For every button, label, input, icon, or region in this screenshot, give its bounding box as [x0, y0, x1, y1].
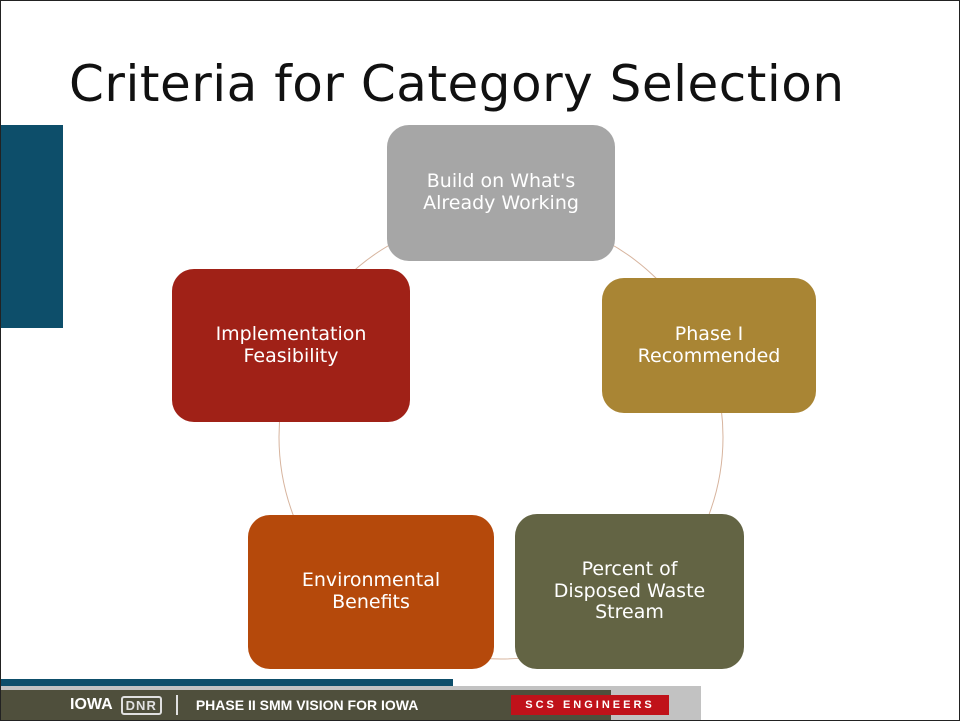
dnr-logo-icon: DNR: [120, 695, 162, 715]
slide-title: Criteria for Category Selection: [69, 55, 845, 113]
footer-state: IOWA: [70, 696, 113, 713]
cycle-node-implementation: Implementation Feasibility: [172, 269, 410, 422]
footer-accent-line: [1, 679, 453, 686]
cycle-node-phase-recommended: Phase I Recommended: [602, 278, 816, 413]
cycle-node-environmental-benefits: Environmental Benefits: [248, 515, 494, 669]
cycle-node-percent-waste: Percent of Disposed Waste Stream: [515, 514, 744, 669]
accent-bar: [1, 125, 63, 328]
footer-divider: [175, 695, 178, 715]
scs-engineers-logo: SCS ENGINEERS: [511, 695, 669, 715]
cycle-node-build-on-working: Build on What's Already Working: [387, 125, 615, 261]
footer-project-title: PHASE II SMM VISION FOR IOWA: [195, 697, 419, 713]
footer-bar: IOWA DNR PHASE II SMM VISION FOR IOWA: [1, 690, 611, 720]
